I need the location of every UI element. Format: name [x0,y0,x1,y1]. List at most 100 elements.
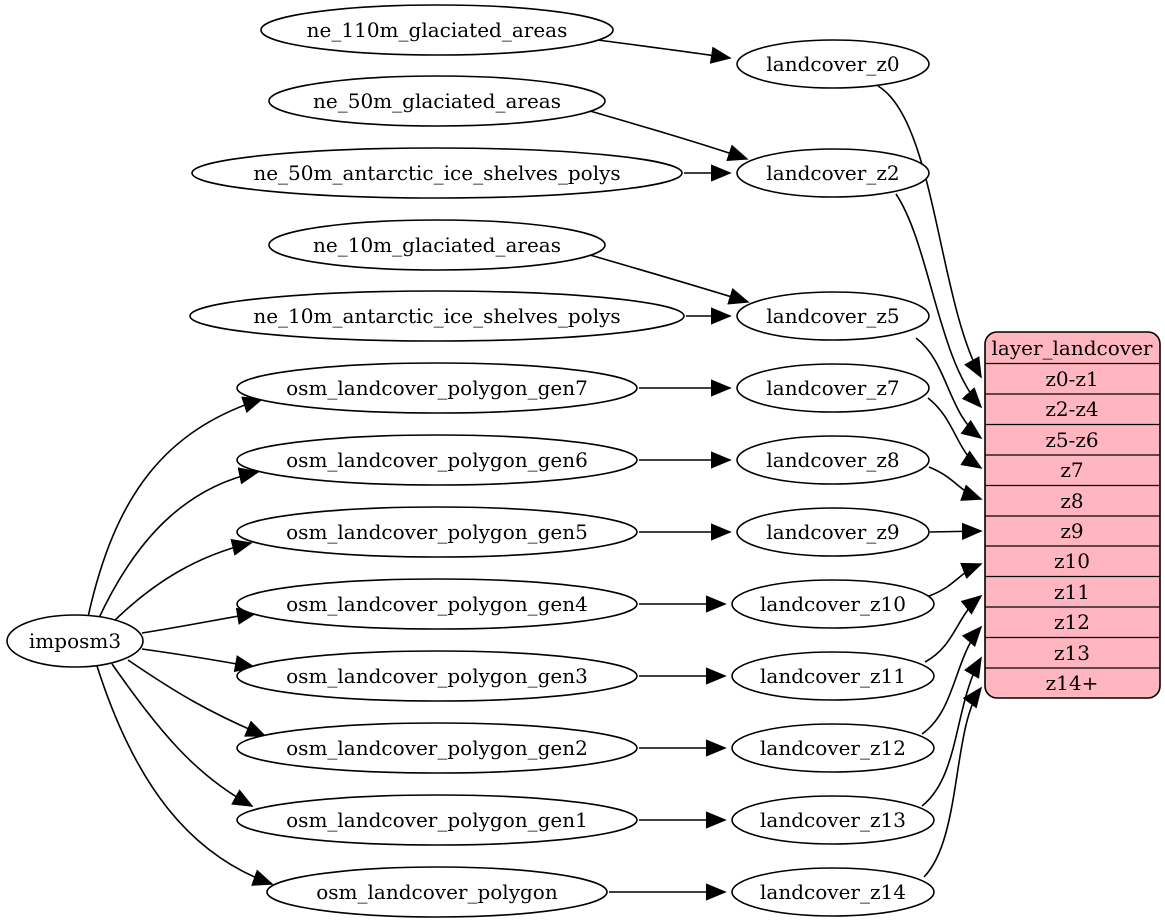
osm_landcover_polygon_gen5-label: osm_landcover_polygon_gen5 [286,520,588,544]
landcover_z0-label: landcover_z0 [766,52,899,76]
landcover_z9-ellipse [736,507,930,557]
landcover_z8-ellipse [736,435,930,485]
node-osm_landcover_polygon_gen4: osm_landcover_polygon_gen4 [236,578,638,630]
edge-imposm3-gen3 [141,648,256,673]
ne_10m_antarctic_ice_shelves_polys-label: ne_10m_antarctic_ice_shelves_polys [253,304,620,328]
node-ne_50m_antarctic_ice_shelves_polys: ne_50m_antarctic_ice_shelves_polys [191,147,683,199]
ne_110m_glaciated_areas-label: ne_110m_glaciated_areas [307,18,568,42]
osm_landcover_polygon_gen5-ellipse [236,506,638,558]
record-header: layer_landcover [985,336,1160,365]
landcover_z0-ellipse [736,39,930,89]
edge-z13-row-z13 [921,656,982,807]
record-row-z11: z11 [985,580,1160,608]
node-landcover_z2: landcover_z2 [736,148,930,198]
node-ne_50m_glaciated_areas: ne_50m_glaciated_areas [268,75,606,127]
node-landcover_z8: landcover_z8 [736,435,930,485]
osm_landcover_polygon_gen2-label: osm_landcover_polygon_gen2 [286,736,588,760]
record-row-z13: z13 [985,641,1160,669]
edge-z9-row-z9 [929,522,983,541]
osm_landcover_polygon_gen3-label: osm_landcover_polygon_gen3 [286,664,588,688]
osm_landcover_polygon_gen7-ellipse [236,362,638,414]
landcover_z2-label: landcover_z2 [766,161,899,185]
imposm3-label: imposm3 [29,629,121,653]
edge-imposm3-gen6 [97,467,260,621]
node-osm_landcover_polygon: osm_landcover_polygon [266,866,608,918]
node-landcover_z9: landcover_z9 [736,507,930,557]
node-osm_landcover_polygon_gen2: osm_landcover_polygon_gen2 [236,722,638,774]
landcover_z11-ellipse [731,651,935,701]
ne_50m_glaciated_areas-label: ne_50m_glaciated_areas [313,89,561,113]
record-row-z7: z7 [985,458,1160,487]
edge-ne10m-glaciated-z5 [589,254,750,305]
landcover_z8-label: landcover_z8 [766,448,899,472]
edge-imposm3-gen5 [109,538,253,626]
ne_50m_antarctic_ice_shelves_polys-ellipse [191,147,683,199]
osm_landcover_polygon_gen6-ellipse [236,434,638,486]
landcover_z12-label: landcover_z12 [760,736,906,760]
record-row-label: z2-z4 [1045,397,1098,421]
edge-imposm3-gen1 [111,663,254,807]
record-row-label: z12 [1054,610,1090,634]
node-ne_10m_antarctic_ice_shelves_polys: ne_10m_antarctic_ice_shelves_polys [189,290,685,342]
record-row-label: z0-z1 [1045,367,1098,391]
node-landcover_z10: landcover_z10 [731,579,935,629]
record-row-z5-z6: z5-z6 [985,428,1160,456]
osm_landcover_polygon_gen1-ellipse [236,794,638,846]
record-row-label: z5-z6 [1045,428,1098,452]
record-row-z10: z10 [985,549,1160,578]
edge-z12-row-z12 [921,625,983,735]
ne_10m_glaciated_areas-label: ne_10m_glaciated_areas [313,233,561,257]
edge-imposm3-gen7 [87,396,264,618]
edge-z14-row-z14plus [923,686,983,878]
record-row-label: z9 [1060,519,1083,543]
osm_landcover_polygon-label: osm_landcover_polygon [316,880,558,904]
edge-z5-row-z5-z6 [915,337,983,440]
landcover_z10-ellipse [731,579,935,629]
edge-z11-row-z11 [924,594,983,663]
record-row-z2-z4: z2-z4 [985,397,1160,426]
record-node-layer_landcover: layer_landcover z0-z1 z2-z4 z5-z6 z7 z8 … [984,331,1161,699]
record-row-z14plus: z14+ [1046,671,1099,695]
node-landcover_z0: landcover_z0 [736,39,930,89]
record-row-label: z14+ [1046,671,1099,695]
osm_landcover_polygon_gen1-label: osm_landcover_polygon_gen1 [286,808,588,832]
record-row-label: z7 [1060,458,1083,482]
record-title: layer_landcover [992,336,1153,360]
node-landcover_z14: landcover_z14 [731,867,935,917]
record-row-label: z11 [1054,580,1090,604]
edge-imposm3-gen2 [127,659,267,737]
edge-z2-row-z2-z4 [895,193,983,409]
node-landcover_z11: landcover_z11 [731,651,935,701]
landcover_z11-label: landcover_z11 [760,664,906,688]
record-row-label: z13 [1054,641,1090,665]
landcover_z13-ellipse [731,795,935,845]
record-row-label: z8 [1060,489,1083,513]
edge-ne50m-glaciated-z2 [589,110,749,162]
edge-z7-row-z7 [927,397,983,469]
landcover_z5-label: landcover_z5 [766,304,899,328]
osm_landcover_polygon_gen4-label: osm_landcover_polygon_gen4 [286,592,588,616]
node-landcover_z12: landcover_z12 [731,723,935,773]
node-osm_landcover_polygon_gen3: osm_landcover_polygon_gen3 [236,650,638,702]
ne_110m_glaciated_areas-ellipse [260,4,614,56]
ne_10m_antarctic_ice_shelves_polys-ellipse [189,290,685,342]
record-row-label: z10 [1054,549,1090,573]
ne_50m_glaciated_areas-ellipse [268,75,606,127]
node-ne_110m_glaciated_areas: ne_110m_glaciated_areas [260,4,614,56]
landcover_z9-label: landcover_z9 [766,520,899,544]
edge-z8-row-z8 [928,466,983,501]
node-osm_landcover_polygon_gen1: osm_landcover_polygon_gen1 [236,794,638,846]
osm_landcover_polygon-ellipse [266,866,608,918]
edge-imposm3-gen4 [141,607,258,634]
ne_10m_glaciated_areas-ellipse [268,219,606,271]
node-landcover_z13: landcover_z13 [731,795,935,845]
node-ne_10m_glaciated_areas: ne_10m_glaciated_areas [268,219,606,271]
landcover_z14-label: landcover_z14 [760,880,906,904]
node-landcover_z5: landcover_z5 [736,291,930,341]
osm_landcover_polygon_gen2-ellipse [236,722,638,774]
record-row-z8: z8 [985,489,1160,517]
landcover_z13-label: landcover_z13 [760,808,906,832]
landcover_z5-ellipse [736,291,930,341]
landcover_z7-ellipse [736,363,930,413]
